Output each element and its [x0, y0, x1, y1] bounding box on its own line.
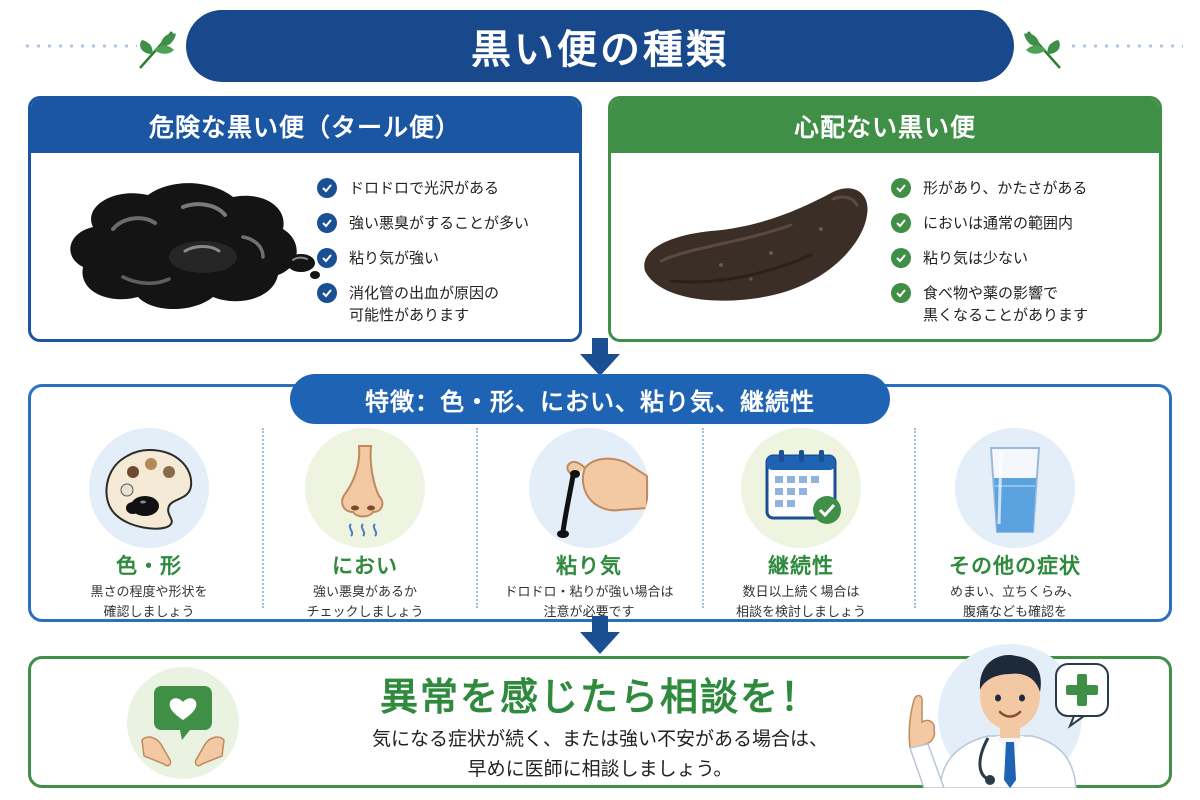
check-icon	[891, 283, 911, 303]
feature-title: におい	[332, 554, 398, 578]
divider	[914, 428, 916, 608]
safe-stool-panel: 心配ない黒い便 形があり、かたさがある においは通常の範囲内 粘り気は少ない 食…	[608, 96, 1162, 342]
decorative-dots-right	[1068, 44, 1183, 48]
formed-stool-illustration	[644, 188, 868, 301]
feature-color-shape: 色・形 黒さの程度や形状を確認しましょう	[44, 428, 254, 620]
decorative-dots-left	[22, 44, 137, 48]
feature-other-symptoms: その他の症状 めまい、立ちくらみ、腹痛なども確認を	[910, 428, 1120, 620]
danger-item-label: 可能性があります	[349, 306, 470, 324]
feature-desc: 確認しましょう	[103, 605, 195, 620]
consult-title: 異常を感じたら相談を！	[379, 675, 820, 719]
safe-item: においは通常の範囲内	[891, 212, 1088, 234]
feature-desc: ドロドロ・粘りが強い場合は	[504, 585, 674, 600]
check-icon	[317, 213, 337, 233]
doctor-illustration	[908, 644, 1109, 788]
danger-item: 強い悪臭がすることが多い	[317, 212, 529, 234]
check-icon	[891, 178, 911, 198]
feature-desc: 相談を検討しましょう	[735, 605, 866, 620]
safe-item-label: 食べ物や薬の影響で	[923, 284, 1059, 302]
check-icon	[317, 178, 337, 198]
heart-hands-icon	[127, 667, 239, 779]
features-title: 特徴：色・形、におい、粘り気、継続性	[290, 374, 890, 424]
calendar-icon	[741, 428, 861, 548]
feature-title: その他の症状	[949, 554, 1081, 578]
page-title: 黒い便の種類	[186, 10, 1014, 82]
feature-title: 色・形	[116, 554, 182, 578]
leaf-icon	[139, 31, 176, 69]
safe-item: 粘り気は少ない	[891, 247, 1088, 269]
safe-item-label: 形があり、かたさがある	[923, 179, 1088, 197]
arrow-down-icon	[580, 616, 620, 654]
safe-item: 形があり、かたさがある	[891, 177, 1088, 199]
check-icon	[891, 213, 911, 233]
feature-stickiness: 粘り気 ドロドロ・粘りが強い場合は注意が必要です	[484, 428, 694, 620]
danger-item-label: 強い悪臭がすることが多い	[349, 214, 530, 232]
consult-line: 気になる症状が続く、または強い不安がある場合は、	[371, 728, 828, 750]
feature-smell: におい 強い悪臭があるかチェックしましょう	[260, 428, 470, 620]
feature-desc: めまい、立ちくらみ、	[949, 585, 1080, 600]
safe-item-label: においは通常の範囲内	[923, 214, 1074, 232]
leaf-icon	[1024, 31, 1061, 69]
safe-panel-title: 心配ない黒い便	[611, 99, 1159, 153]
danger-panel-title: 危険な黒い便（タール便）	[31, 99, 579, 153]
safe-item-label: 粘り気は少ない	[923, 249, 1029, 267]
feature-desc: 腹痛なども確認を	[962, 605, 1067, 620]
tarry-stool-illustration	[70, 183, 320, 309]
check-icon	[891, 248, 911, 268]
danger-item-label: 粘り気が強い	[349, 249, 440, 267]
danger-item: ドロドロで光沢がある	[317, 177, 529, 199]
palette-icon	[89, 428, 209, 548]
divider	[476, 428, 478, 608]
nose-icon	[305, 428, 425, 548]
sticky-fingers-icon	[529, 428, 649, 548]
feature-desc: 強い悪臭があるか	[312, 585, 417, 600]
divider	[262, 428, 264, 608]
consult-message: 気になる症状が続く、または強い不安がある場合は、 早めに医師に相談しましょう。	[330, 724, 870, 784]
danger-item: 消化管の出血が原因の可能性があります	[317, 282, 529, 326]
feature-desc: チェックしましょう	[306, 605, 424, 620]
safe-item-label: 黒くなることがあります	[923, 306, 1089, 324]
divider	[702, 428, 704, 608]
danger-item: 粘り気が強い	[317, 247, 529, 269]
feature-title: 継続性	[768, 554, 834, 578]
arrow-down-icon	[580, 338, 620, 376]
water-glass-icon	[955, 428, 1075, 548]
check-icon	[317, 248, 337, 268]
danger-item-label: ドロドロで光沢がある	[349, 179, 500, 197]
safe-item: 食べ物や薬の影響で黒くなることがあります	[891, 282, 1088, 326]
feature-desc: 数日以上続く場合は	[742, 585, 860, 600]
feature-desc: 注意が必要です	[543, 605, 635, 620]
consult-line: 早めに医師に相談しましょう。	[467, 758, 733, 780]
feature-title: 粘り気	[556, 554, 622, 578]
feature-desc: 黒さの程度や形状を	[90, 585, 208, 600]
danger-stool-panel: 危険な黒い便（タール便） ドロドロで光沢がある 強い悪臭がすることが多い 粘り気…	[28, 96, 582, 342]
danger-item-label: 消化管の出血が原因の	[349, 284, 500, 302]
feature-duration: 継続性 数日以上続く場合は相談を検討しましょう	[696, 428, 906, 620]
check-icon	[317, 283, 337, 303]
